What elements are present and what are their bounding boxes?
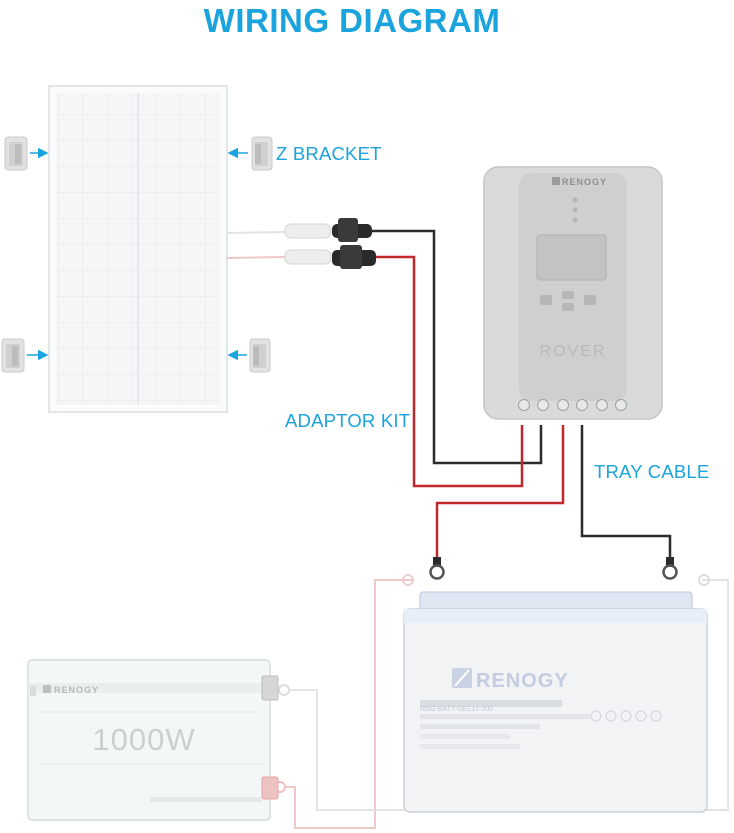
ring-terminal-icon [429, 557, 445, 580]
battery-model: RNG-BATT-GEL12-200 [420, 706, 493, 713]
ring-terminal-icon [662, 557, 678, 580]
z-bracket-top-right [251, 136, 273, 171]
battery [403, 591, 708, 813]
adaptor-wire-negative [372, 229, 543, 465]
z-bracket-label: Z BRACKET [276, 143, 382, 164]
inverter-power: 1000W [92, 722, 195, 757]
page-title: WIRING DIAGRAM [203, 2, 501, 39]
inverter [27, 659, 279, 821]
renogy-logo-icon [452, 668, 472, 688]
mc4-connector-adaptor-kit [332, 218, 376, 269]
z-bracket-bottom-left [1, 338, 25, 373]
renogy-logo-icon [43, 685, 51, 693]
adaptor-wire-positive [376, 255, 524, 488]
panel-lead-positive [226, 256, 286, 259]
z-bracket-top-left [4, 136, 28, 171]
adaptor-kit-label: ADAPTOR KIT [285, 410, 411, 431]
tray-cable-label: TRAY CABLE [594, 461, 710, 482]
controller-to-battery-positive [435, 425, 565, 563]
z-bracket-bottom-right [249, 338, 271, 373]
solar-panel [48, 85, 228, 413]
controller-brand: RENOGY [562, 177, 607, 187]
inverter-wire-positive [284, 579, 412, 829]
controller-model: ROVER [540, 343, 607, 360]
battery-brand: RENOGY [476, 670, 569, 692]
renogy-logo-icon [552, 177, 560, 185]
panel-lead-negative [226, 231, 286, 234]
charge-controller [483, 166, 663, 420]
mc4-connector-faded [284, 223, 332, 265]
inverter-brand: RENOGY [54, 685, 99, 695]
tray-cable-negative [580, 425, 672, 563]
